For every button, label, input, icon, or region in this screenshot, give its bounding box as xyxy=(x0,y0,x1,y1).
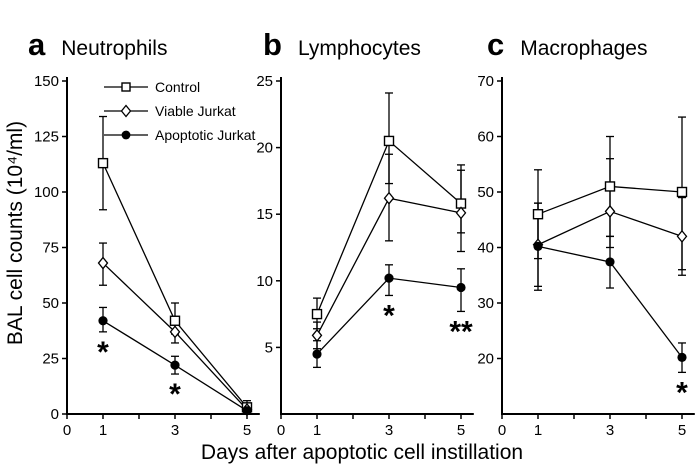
y-tick-label: 5 xyxy=(265,339,273,356)
data-point-square xyxy=(676,186,688,198)
y-tick-label: 125 xyxy=(34,129,59,146)
panel-b-title: Lymphocytes xyxy=(297,37,421,60)
open-square-marker-icon xyxy=(104,82,148,92)
data-point-square xyxy=(169,315,181,326)
legend: Control Viable Jurkat Apoptotic Jurkat xyxy=(103,75,255,147)
data-point-circle xyxy=(605,257,615,267)
panel-c-plot: 20 30 40 50 60 70 0 1 3 5 * xyxy=(477,73,695,439)
panel-c-title: Macrophages xyxy=(520,37,648,60)
data-point-circle xyxy=(312,349,322,359)
y-tick-label: 50 xyxy=(477,184,494,201)
legend-item-apoptotic-jurkat: Apoptotic Jurkat xyxy=(103,123,255,147)
legend-label-viable-jurkat: Viable Jurkat xyxy=(155,103,236,119)
y-tick-label: 50 xyxy=(42,295,59,312)
significance-asterisk: * xyxy=(676,376,688,409)
panel-b-letter: b xyxy=(263,27,282,62)
y-tick-label: 75 xyxy=(42,240,59,257)
y-tick-label: 60 xyxy=(477,129,494,146)
data-point-circle xyxy=(384,273,394,283)
data-point-square xyxy=(604,181,616,192)
x-tick-label: 5 xyxy=(457,422,465,439)
x-tick-label: 3 xyxy=(171,422,179,439)
y-tick-label: 70 xyxy=(477,73,494,90)
x-tick-label: 0 xyxy=(277,422,285,439)
significance-asterisk: * xyxy=(97,336,109,369)
x-tick-label: 0 xyxy=(498,422,506,439)
data-point-circle xyxy=(677,352,687,362)
x-axis-label: Days after apoptotic cell instillation xyxy=(200,441,524,464)
x-tick-label: 3 xyxy=(385,422,393,439)
data-point-circle xyxy=(533,241,543,251)
y-tick-label: 25 xyxy=(256,73,273,90)
data-point-square xyxy=(383,135,395,147)
panel-a-title: Neutrophils xyxy=(61,37,168,60)
y-tick-label: 20 xyxy=(256,140,273,157)
y-tick-label: 10 xyxy=(256,273,273,290)
data-point-diamond xyxy=(604,204,616,218)
data-point-circle xyxy=(98,316,108,326)
x-tick-label: 0 xyxy=(63,422,71,439)
data-point-circle xyxy=(242,406,252,416)
panel-a-letter: a xyxy=(28,27,46,62)
y-tick-label: 100 xyxy=(34,184,59,201)
legend-item-viable-jurkat: Viable Jurkat xyxy=(103,99,255,123)
x-tick-label: 5 xyxy=(243,422,251,439)
panel-a-heading: a Neutrophils xyxy=(28,29,167,60)
legend-label-apoptotic-jurkat: Apoptotic Jurkat xyxy=(155,127,256,143)
open-diamond-marker-icon xyxy=(104,104,148,118)
significance-asterisk: * xyxy=(169,378,181,411)
data-point-diamond xyxy=(169,325,181,339)
legend-item-control: Control xyxy=(103,75,255,99)
y-tick-label: 15 xyxy=(256,206,273,223)
data-point-circle xyxy=(170,360,180,370)
y-axis-label: BAL cell counts (10⁴/ml) xyxy=(4,120,27,346)
y-tick-label: 0 xyxy=(51,406,59,423)
data-point-square xyxy=(97,157,109,169)
y-tick-label: 20 xyxy=(477,351,494,368)
y-tick-label: 25 xyxy=(42,351,59,368)
panel-c-heading: c Macrophages xyxy=(487,29,648,60)
data-point-diamond xyxy=(97,256,109,270)
data-point-diamond xyxy=(383,191,395,205)
data-point-diamond xyxy=(455,206,467,220)
panel-b-heading: b Lymphocytes xyxy=(263,29,421,60)
panel-c-letter: c xyxy=(487,27,505,62)
data-point-circle xyxy=(456,282,466,293)
significance-asterisk: ** xyxy=(449,315,473,348)
y-tick-label: 30 xyxy=(477,295,494,312)
x-tick-label: 1 xyxy=(313,422,321,439)
x-tick-label: 1 xyxy=(534,422,542,439)
filled-circle-marker-icon xyxy=(104,130,148,140)
x-tick-label: 1 xyxy=(99,422,107,439)
data-point-square xyxy=(532,208,544,220)
x-tick-label: 5 xyxy=(678,422,686,439)
significance-asterisk: * xyxy=(383,299,395,332)
y-tick-label: 150 xyxy=(34,73,59,90)
data-point-square xyxy=(311,308,323,320)
panel-a-plot: 0 25 50 75 100 125 150 0 1 3 5 * * xyxy=(34,73,260,439)
x-tick-label: 3 xyxy=(606,422,614,439)
y-tick-label: 40 xyxy=(477,240,494,257)
legend-label-control: Control xyxy=(155,79,201,95)
data-point-diamond xyxy=(311,328,323,342)
data-point-diamond xyxy=(676,229,688,243)
